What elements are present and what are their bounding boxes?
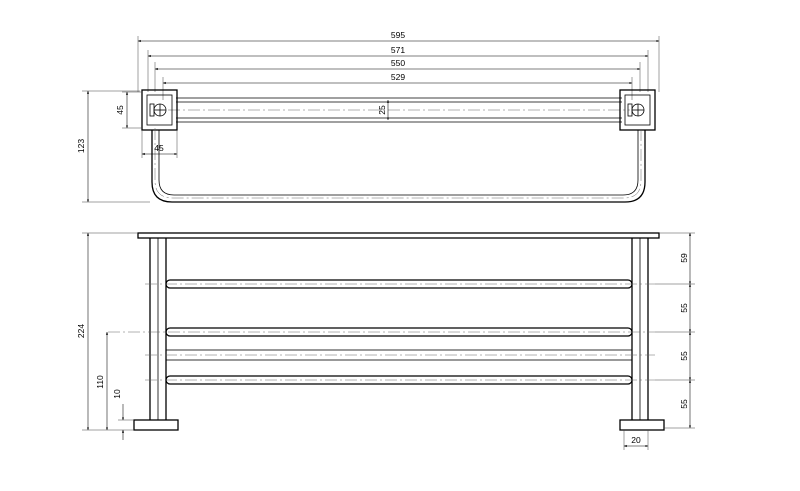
front-view: 59 55 55 55 224 110 10 20: [76, 232, 695, 450]
left-post: [133, 238, 179, 431]
right-wall-bracket: [619, 89, 656, 131]
top-shelf-plate: [137, 232, 660, 239]
dim-label-55-a: 55: [679, 303, 689, 313]
dim-label-55-c: 55: [679, 399, 689, 409]
dim-label-10: 10: [112, 389, 122, 399]
dim-label-20: 20: [631, 435, 641, 445]
dim-label-110: 110: [95, 375, 105, 389]
dim-label-59: 59: [679, 253, 689, 263]
dim-label-595: 595: [391, 30, 405, 40]
dim-label-55-b: 55: [679, 351, 689, 361]
dim-label-529: 529: [391, 72, 405, 82]
front-rails: [108, 279, 655, 385]
right-post: [619, 238, 665, 431]
dim-label-bracket-height: 45: [115, 105, 125, 115]
dim-label-571: 571: [391, 45, 405, 55]
dim-label-123: 123: [76, 139, 86, 153]
left-wall-bracket: [141, 89, 178, 131]
dim-label-224: 224: [76, 324, 86, 338]
top-view: 595 571 550 529 25: [76, 30, 660, 203]
dim-label-bracket-width: 45: [154, 143, 164, 153]
dim-label-25: 25: [377, 105, 387, 115]
dim-label-550: 550: [391, 58, 405, 68]
front-u-bar: [151, 128, 646, 203]
